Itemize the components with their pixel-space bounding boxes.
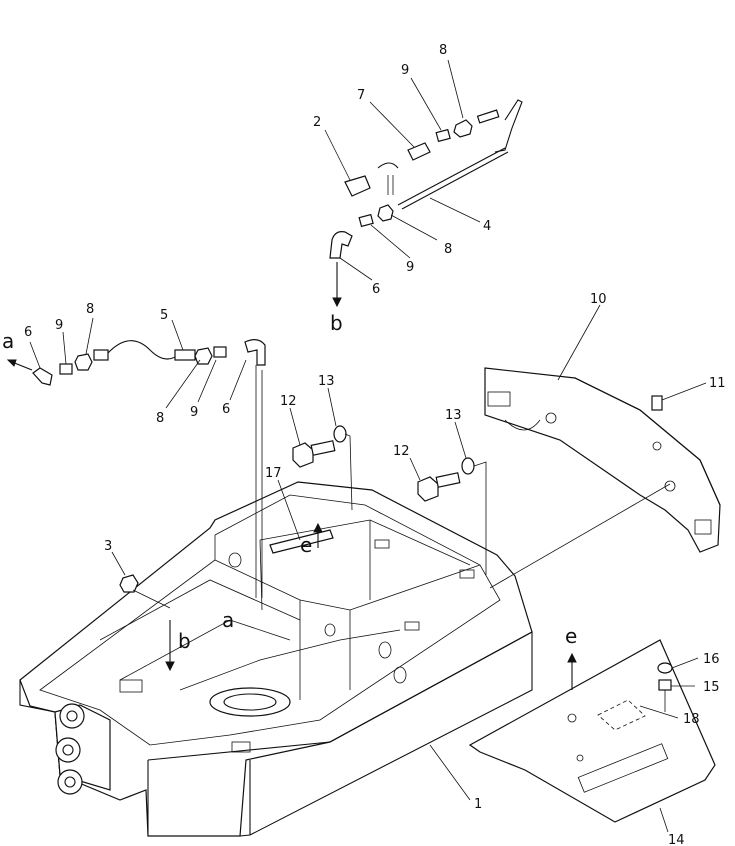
callout-9-left-low: 9 [190, 405, 198, 420]
callout-6-left-low: 6 [222, 402, 230, 417]
callout-1: 1 [474, 797, 482, 812]
callout-9-left: 9 [55, 318, 63, 333]
connector-a-left: a [2, 329, 14, 353]
callout-13-b: 13 [445, 408, 462, 423]
callout-13-a: 13 [318, 374, 335, 389]
callout-labels: 8 9 7 2 4 8 9 6 5 6 9 8 8 9 6 10 11 12 1… [24, 43, 726, 846]
connector-b-top: b [330, 311, 343, 335]
hydraulic-line-left [32, 339, 266, 598]
connector-e-plate: e [565, 624, 577, 648]
callout-14: 14 [668, 833, 685, 846]
callout-7: 7 [357, 88, 365, 103]
revolving-frame [19, 481, 533, 837]
callout-10: 10 [590, 292, 607, 307]
callout-6-top: 6 [372, 282, 380, 297]
callout-6-left: 6 [24, 325, 32, 340]
callout-8-mid: 8 [444, 242, 452, 257]
callout-9-mid: 9 [406, 260, 414, 275]
callout-3: 3 [104, 539, 112, 554]
callout-17: 17 [265, 466, 282, 481]
connector-e-frame: e [300, 533, 312, 557]
callout-11: 11 [709, 376, 726, 391]
callout-9-top: 9 [401, 63, 409, 78]
hydraulic-line-top [329, 99, 523, 259]
callout-8-top: 8 [439, 43, 447, 58]
callout-4: 4 [483, 219, 491, 234]
callout-8-left-low: 8 [156, 411, 164, 426]
callout-15: 15 [703, 680, 720, 695]
leader-lines [29, 59, 707, 833]
under-cover [468, 639, 716, 823]
connector-a-frame: a [222, 608, 234, 632]
callout-16: 16 [703, 652, 720, 667]
callout-2: 2 [313, 115, 321, 130]
callout-12-a: 12 [280, 394, 297, 409]
connector-b-frame: b [178, 629, 191, 653]
connector-letters: a a b b e e [2, 311, 577, 653]
counterweight [484, 367, 721, 553]
callout-18: 18 [683, 712, 700, 727]
mounting-bolts [119, 395, 671, 609]
connector-arrows [6, 262, 577, 690]
callout-8-left: 8 [86, 302, 94, 317]
callout-5: 5 [160, 308, 168, 323]
callout-12-b: 12 [393, 444, 410, 459]
